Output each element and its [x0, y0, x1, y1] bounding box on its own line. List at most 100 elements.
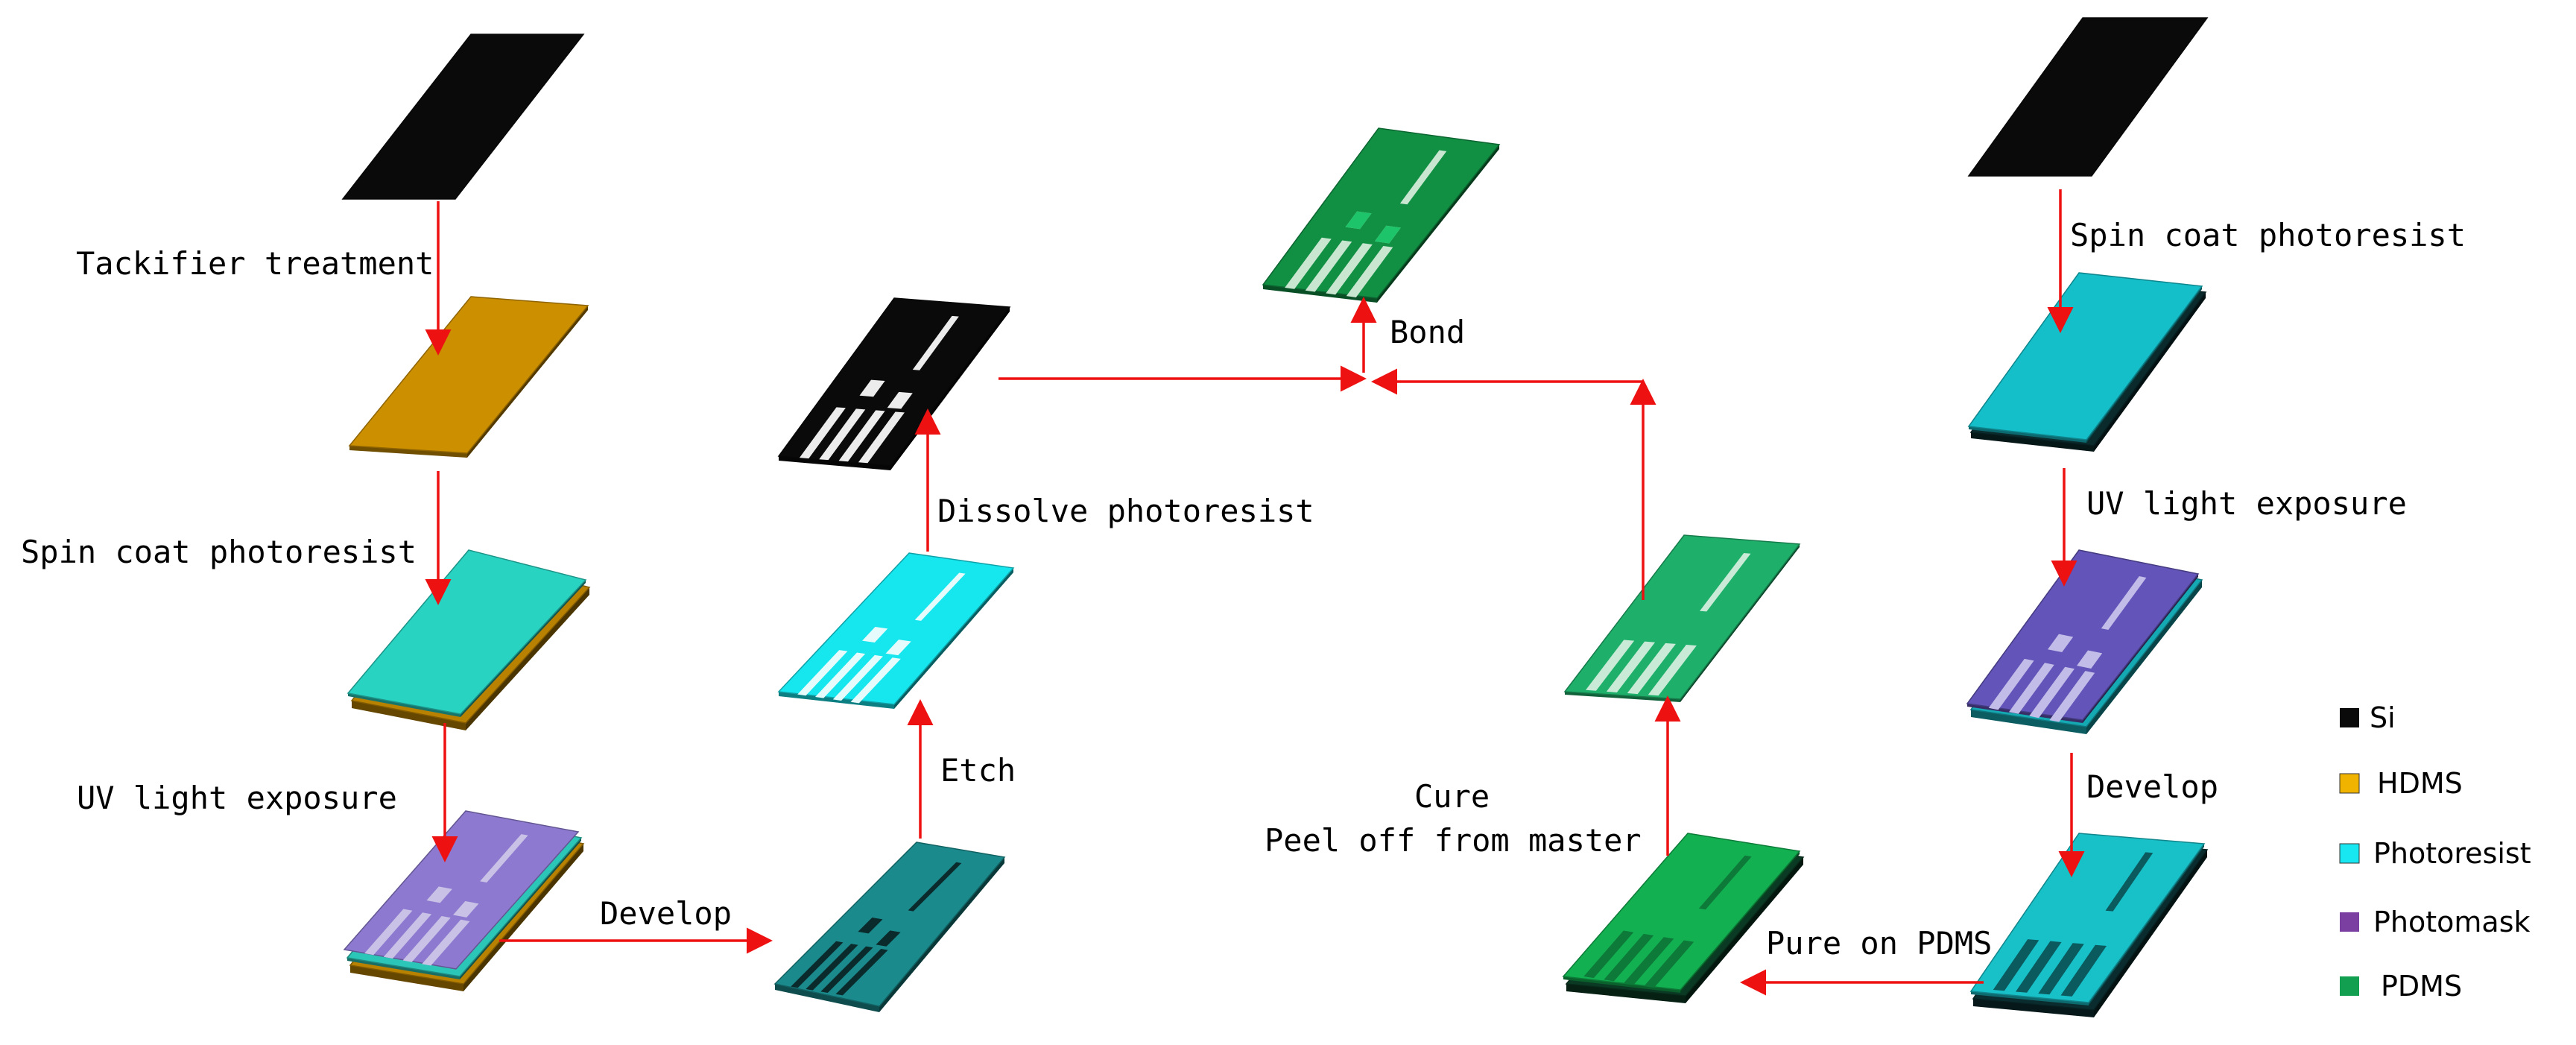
legend-label-photomask: Photomask — [2373, 906, 2531, 938]
developed-layer-edge — [775, 984, 879, 1012]
resist-right-base-side — [2094, 292, 2206, 452]
uv-mask-pattern-right-pad-a — [2048, 634, 2074, 653]
wafer-pdms-peeled — [1563, 534, 1801, 702]
wafer-si-right — [1967, 17, 2209, 177]
photoresist-layer-right — [1967, 272, 2203, 441]
dev-right-base-side — [2094, 850, 2207, 1017]
wafer-photoresist-coated — [346, 549, 591, 730]
etched-pattern-finger-2 — [815, 652, 866, 698]
legend-swatch-photomask — [2340, 912, 2359, 932]
etched-resist-side — [894, 568, 1013, 709]
pdms-cured-edge — [1563, 976, 1680, 993]
bonded-electrodes-finger-1 — [1285, 237, 1332, 289]
metal-electrodes-finger-3 — [838, 410, 885, 462]
master-under-edge — [1566, 984, 1686, 1003]
pdms-channels-finger-1 — [1586, 640, 1635, 691]
uv-mask-pattern-right-finger-4 — [2049, 671, 2095, 722]
wafer-metal-pattern — [777, 297, 1011, 470]
uv-right-base-side — [2086, 580, 2202, 734]
label-etch: Etch — [940, 752, 1016, 789]
developed-pattern-pad-b — [876, 930, 901, 947]
wafer-uv-exposure-left — [343, 810, 585, 991]
si-wafer-left — [341, 34, 585, 200]
metal-electrodes-pad-a — [859, 379, 885, 397]
developed-pattern-pad-a — [858, 918, 883, 934]
uv-mask-pattern-right-pad-b — [2077, 650, 2103, 669]
label-bond: Bond — [1390, 314, 1465, 350]
dev-right-channels-finger-4 — [2060, 944, 2107, 997]
pdms-channels-channel — [1700, 553, 1751, 612]
uv-mask-pattern-left-finger-3 — [402, 916, 451, 962]
etched-pattern-finger-1 — [797, 650, 848, 696]
photoresist-layer-right-edge — [1969, 426, 2086, 443]
stack-hdms-under-side — [466, 587, 589, 730]
etched-pattern-pad-a — [862, 627, 888, 643]
uv-mask-pattern-right-finger-3 — [2029, 666, 2075, 719]
dev-right-channels-channel — [2105, 852, 2153, 912]
etched-pattern-finger-4 — [850, 657, 901, 704]
pdms-peeled-edge — [1565, 692, 1680, 702]
pdms-cured-channels-finger-2 — [1604, 933, 1654, 982]
pdms-channels-finger-4 — [1648, 645, 1697, 696]
process-arrows — [425, 189, 2085, 996]
label-dissolve-photoresist: Dissolve photoresist — [937, 493, 1314, 529]
metal-electrodes-pad-b — [887, 391, 913, 409]
dev-right-channels-finger-3 — [2038, 943, 2084, 995]
bonded-chamber-b — [1374, 225, 1401, 244]
wafer-uv-exposure-right — [1966, 549, 2203, 734]
hdms-layer-edge — [349, 446, 467, 458]
legend-label-si: Si — [2370, 701, 2396, 734]
label-uv-exposure-left: UV light exposure — [77, 780, 397, 816]
uv-mask-pattern-left-finger-1 — [364, 909, 413, 956]
bonded-electrodes-finger-3 — [1326, 243, 1373, 295]
bonded-chamber-a — [1345, 211, 1372, 230]
label-develop-right: Develop — [2086, 768, 2218, 805]
dev-right-resist — [1969, 833, 2206, 1003]
pdms-cured-channels-channel — [1698, 855, 1752, 910]
dev-right-resist-edge — [1971, 991, 2089, 1005]
wafer-si-left — [341, 34, 585, 200]
label-peel-off: Peel off from master — [1265, 822, 1642, 859]
uv-mask-pattern-right-finger-1 — [1988, 658, 2034, 710]
uv-mask-pattern-left-pad-a — [426, 886, 452, 903]
uv-photomask-right — [1966, 549, 2200, 721]
wafer-developed — [773, 842, 1006, 1012]
bonded-pdms-edge — [1263, 285, 1377, 303]
etched-pattern-finger-3 — [832, 654, 883, 701]
wafer-pdms-on-master — [1562, 833, 1805, 1003]
bonded-electrodes-finger-4 — [1346, 245, 1393, 297]
pdms-cured-channels-finger-3 — [1624, 937, 1674, 985]
wafer-etched — [777, 552, 1015, 709]
uv-photomask-left — [343, 810, 580, 970]
developed-pattern-channel — [908, 862, 962, 912]
pdms-cured-channels-finger-4 — [1644, 940, 1694, 988]
uv-mask-pattern-left-pad-b — [453, 900, 479, 918]
uv-mask-pattern-right-finger-2 — [2009, 663, 2054, 714]
label-develop-left: Develop — [600, 895, 732, 932]
metal-electrodes-channel — [912, 315, 959, 370]
metal-electrodes-finger-2 — [819, 408, 866, 461]
label-cure: Cure — [1414, 778, 1490, 815]
developed-layer — [773, 842, 1006, 1007]
legend-label-pdms: PDMS — [2381, 970, 2462, 1003]
metal-electrodes-finger-1 — [799, 407, 846, 459]
hdms-layer-side — [467, 306, 588, 458]
uv-right-base-edge — [1971, 710, 2086, 734]
label-tackifier-treatment: Tackifier treatment — [76, 245, 434, 282]
etched-resist-edge — [779, 692, 894, 709]
developed-pattern-finger-4 — [835, 949, 888, 996]
photoresist-layer-left-edge — [348, 693, 461, 717]
hdms-layer — [348, 296, 589, 454]
developed-pattern-finger-3 — [820, 946, 873, 993]
bonded-pdms-side — [1377, 145, 1499, 303]
bonded-pdms — [1262, 127, 1501, 299]
uv-mask-pattern-left-channel — [480, 834, 528, 883]
pdms-channels-finger-3 — [1627, 643, 1676, 695]
developed-pattern-finger-2 — [806, 944, 858, 991]
developed-layer-side — [879, 857, 1004, 1012]
wafer-bonded-device — [1262, 127, 1501, 303]
metal-si-base — [777, 297, 1011, 467]
legend-label-hdms: HDMS — [2377, 767, 2463, 800]
uv-stack-base-edge — [350, 965, 463, 991]
uv-mask-pattern-right-channel — [2101, 576, 2147, 630]
